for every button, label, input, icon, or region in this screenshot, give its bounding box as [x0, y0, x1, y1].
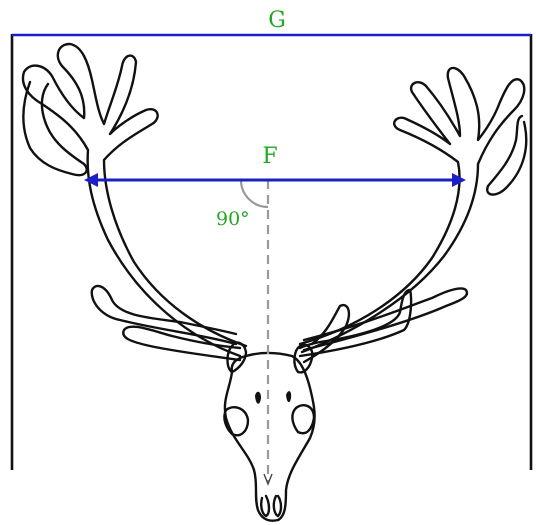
f-measure: F [84, 144, 466, 187]
right-antler [298, 66, 528, 364]
right-angle-arc [239, 179, 269, 209]
f-arrow-left [84, 173, 98, 187]
right-eye [286, 391, 292, 403]
left-eye [255, 391, 261, 404]
f-arrow-right [452, 173, 466, 187]
angle-label: 90° [216, 208, 250, 230]
skull [223, 341, 316, 522]
g-label: G [268, 8, 286, 33]
f-label: F [262, 144, 277, 169]
left-antler [21, 42, 248, 362]
center-axis-arrow [263, 473, 273, 486]
g-measure: G [12, 8, 531, 37]
